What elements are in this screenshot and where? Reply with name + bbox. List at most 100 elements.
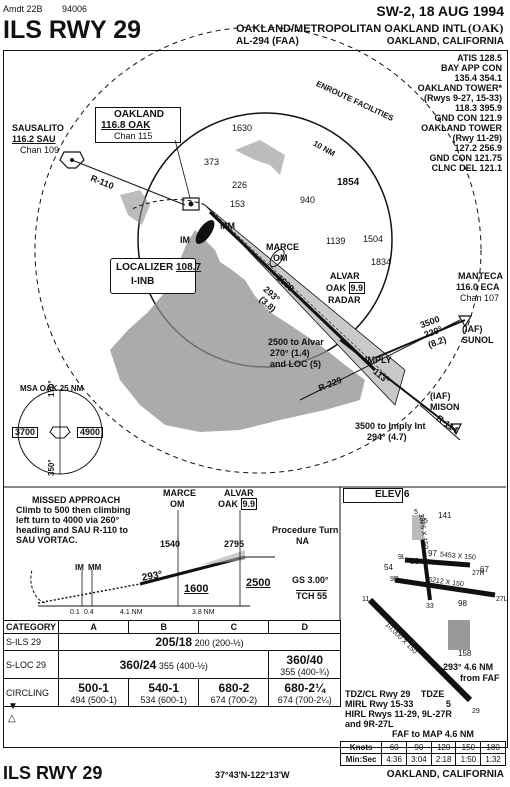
- profile-alt-2795: 2795: [224, 539, 245, 549]
- elev-1504: 1504: [363, 234, 384, 244]
- time-value: 2:18: [430, 753, 457, 766]
- tdze-label: TDZE: [420, 689, 445, 699]
- profile-tch: TCH 55: [296, 590, 328, 601]
- rwy-tag: 27L: [496, 596, 508, 603]
- localizer-ident: I-INB: [131, 276, 155, 287]
- rwy-tag: 27R: [472, 570, 485, 577]
- knots-value: 120: [430, 741, 457, 754]
- comm-line: 118.3 395.9: [454, 103, 502, 113]
- elev-box: [343, 488, 403, 503]
- oakland-vortac-box: OAKLAND 116.8 OAK Chan 115: [95, 107, 181, 143]
- missed-line: left turn to 4000 via 260°: [16, 515, 120, 525]
- min-row-label: S-ILS 29: [2, 633, 60, 651]
- airport-name: OAKLAND/METROPOLITAN OAKLAND INTL: [236, 23, 467, 35]
- msa-south: 350°: [47, 459, 56, 476]
- elev-value: 6: [403, 489, 410, 500]
- sau-freq: 116.2 SAU: [12, 134, 56, 144]
- min-cell: 205/18 200 (200-½): [58, 633, 341, 651]
- profile-alt-1540: 1540: [160, 539, 181, 549]
- chart-frame: [3, 50, 508, 748]
- knots-label: Knots: [339, 741, 383, 754]
- rwy-tag: 9L: [398, 554, 406, 561]
- min-header-a: A: [58, 620, 130, 634]
- min-header-category: CATEGORY: [2, 620, 60, 634]
- min-row-label: S-LOC 29: [2, 650, 60, 679]
- faf-note-1: 293° 4.6 NM: [443, 662, 494, 672]
- tdze-value: 5: [445, 699, 451, 709]
- rwy-tag: 29: [472, 708, 480, 715]
- note-line: and 9R-27L: [345, 719, 394, 729]
- comm-line: OAKLAND TOWER: [421, 123, 502, 133]
- airport-id: (OAK): [468, 21, 504, 35]
- minsec-label: Min:Sec: [339, 753, 383, 766]
- time-value: 4:36: [381, 753, 408, 766]
- rwy-tag: 9R: [390, 576, 399, 583]
- knots-value: 60: [381, 741, 408, 754]
- al-number: AL-294 (FAA): [236, 36, 299, 47]
- comm-line: 127.2 256.9: [454, 143, 502, 153]
- min-cell: 360/24 355 (400-½): [58, 650, 270, 679]
- profile-gs: GS 3.00°: [292, 575, 329, 585]
- missed-line: Climb to 500 then climbing: [16, 505, 131, 515]
- rwy-tag: 5: [414, 509, 418, 516]
- comms-block: ATIS 128.5 BAY APP CON 135.4 354.1 OAKLA…: [418, 53, 502, 173]
- time-value: 1:50: [455, 753, 482, 766]
- faf-note-2: from FAF: [460, 673, 500, 683]
- profile-alt-2500: 2500: [246, 577, 271, 589]
- oakland-freq: 116.8 OAK: [101, 120, 151, 131]
- elev-label: ELEV: [375, 489, 402, 500]
- profile-alvar-dme: 9.9: [240, 498, 258, 510]
- alvar-dme: 9.9: [348, 282, 366, 294]
- minimums-table: CATEGORY A B C D S-ILS 29 205/18 200 (20…: [2, 620, 341, 707]
- footer-city: OAKLAND, CALIFORNIA: [386, 769, 504, 780]
- comm-line: GND CON 121.75: [429, 153, 502, 163]
- comm-line: BAY APP CON: [440, 63, 502, 73]
- msa-east-alt: 4900: [77, 427, 104, 438]
- profile-dist-38: 3.8 NM: [192, 609, 215, 616]
- comm-line: GND CON 121.9: [434, 113, 502, 123]
- note-line: TDZ/CL Rwy 29 TDZE: [345, 689, 445, 699]
- elev-1854: 1854: [337, 177, 360, 188]
- knots-value: 90: [406, 741, 432, 754]
- mison-route-1: 3500 to Imply Int: [355, 421, 426, 431]
- marce-name: MARCE: [266, 242, 299, 252]
- header-city: OAKLAND, CALIFORNIA: [386, 36, 504, 47]
- comm-line: (Rwy 11-29): [452, 133, 502, 143]
- localizer-freq: 108.7: [176, 262, 202, 273]
- time-value: 1:32: [480, 753, 506, 766]
- procedure-number: 94006: [62, 4, 88, 14]
- ad-elev: 54: [384, 563, 393, 572]
- comm-line: OAKLAND TOWER*: [417, 83, 502, 93]
- elev-373: 373: [204, 157, 220, 167]
- rwy-tag: 15: [420, 518, 428, 525]
- mison-route-2: 294° (4.7): [367, 432, 407, 442]
- ad-elev: 141: [438, 511, 452, 520]
- ad-elev: 158: [458, 649, 472, 658]
- timing-title: FAF to MAP 4.6 NM: [392, 729, 474, 739]
- procedure-title: ILS RWY 29: [3, 16, 142, 44]
- profile-marce-type: OM: [170, 499, 185, 509]
- footer-coords: 37°43'N-122°13'W: [215, 770, 290, 780]
- amendment-label: Amdt 22B: [3, 4, 43, 14]
- mm-marker: MM: [220, 221, 235, 231]
- missed-approach-text: MISSED APPROACH Climb to 500 then climbi…: [16, 495, 131, 545]
- manteca-name: MANTECA: [458, 271, 503, 281]
- comm-line: 135.4 354.1: [454, 73, 502, 83]
- time-value: 3:04: [406, 753, 432, 766]
- mison-name: MISON: [430, 402, 460, 412]
- sau-chan: Chan 109: [20, 145, 60, 155]
- elev-940: 940: [300, 195, 316, 205]
- min-header-c: C: [198, 620, 270, 634]
- alternate-minimums-icon: △: [8, 713, 16, 724]
- msa-west-alt: 3700: [12, 427, 39, 438]
- mison-iaf: (IAF): [430, 391, 451, 401]
- marce-type: OM: [273, 253, 288, 263]
- ad-elev: 33: [410, 557, 419, 566]
- comm-line: ATIS 128.5: [457, 53, 502, 63]
- comm-line: (Rwys 9-27, 15-33): [423, 93, 502, 103]
